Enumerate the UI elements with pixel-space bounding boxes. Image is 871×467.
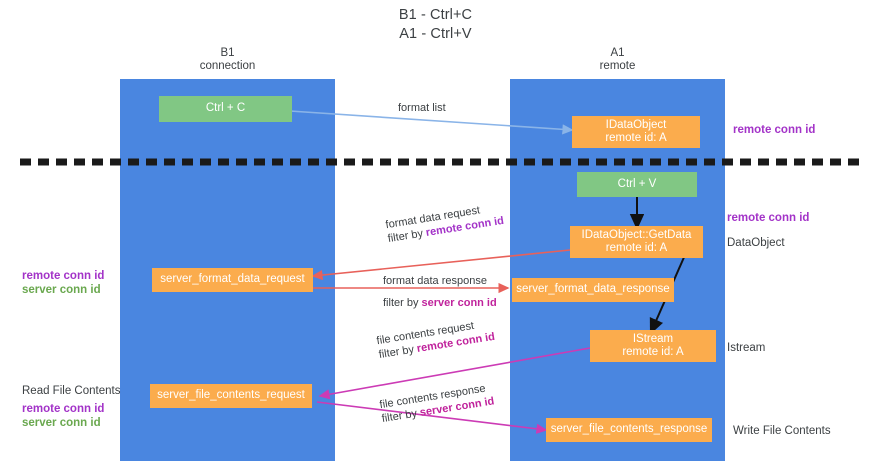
lane-header-a1-sub: remote <box>599 60 636 72</box>
title-line-1: B1 - Ctrl+C <box>398 7 473 23</box>
page-title: B1 - Ctrl+C A1 - Ctrl+V <box>0 6 871 44</box>
title-line-2: A1 - Ctrl+V <box>399 26 472 42</box>
box-server-format-data-response[interactable]: server_format_data_response <box>512 278 674 302</box>
connector-label-format-data-response-text: format data response <box>383 275 487 287</box>
lane-header-b1-sub: connection <box>199 60 256 72</box>
box-server-file-contents-response[interactable]: server_file_contents_response <box>546 418 712 442</box>
right-label-remote-conn-id-2: remote conn id <box>727 212 810 224</box>
lane-header-b1-name: B1 <box>220 47 235 59</box>
left-label-server-conn-id-2: server conn id <box>22 417 101 429</box>
box-ctrl-c[interactable]: Ctrl + C <box>159 96 292 122</box>
right-label-remote-conn-id-1: remote conn id <box>733 124 816 136</box>
connector-label-format-list: format list <box>398 102 446 114</box>
left-label-remote-conn-id-2: remote conn id <box>22 403 105 415</box>
box-idataobject[interactable]: IDataObject remote id: A <box>572 116 700 148</box>
lane-header-b1: B1 connection <box>120 47 335 73</box>
lane-header-a1: A1 remote <box>510 47 725 73</box>
left-label-remote-conn-id: remote conn id <box>22 270 105 282</box>
box-server-format-data-request[interactable]: server_format_data_request <box>152 268 313 292</box>
connector-label-file-contents-request: file contents request filter by remote c… <box>376 316 496 362</box>
box-idataobject-getdata[interactable]: IDataObject::GetData remote id: A <box>570 226 703 258</box>
right-label-dataobject: DataObject <box>727 237 785 249</box>
filter-key-server-conn-id-1: server conn id <box>421 297 497 309</box>
connector-label-format-data-response: format data response filter by server co… <box>383 274 497 310</box>
connector-label-file-contents-response: file contents response filter by server … <box>379 381 496 426</box>
left-label-read-file-contents: Read File Contents <box>22 385 121 397</box>
connector-label-format-data-request: format data request filter by remote con… <box>385 200 505 246</box>
box-server-file-contents-request[interactable]: server_file_contents_request <box>150 384 312 408</box>
right-label-istream: Istream <box>727 342 766 354</box>
left-label-server-conn-id: server conn id <box>22 284 101 296</box>
box-istream[interactable]: IStream remote id: A <box>590 330 716 362</box>
box-ctrl-v[interactable]: Ctrl + V <box>577 172 697 197</box>
right-label-write-file-contents: Write File Contents <box>733 425 831 437</box>
lane-header-a1-name: A1 <box>610 47 625 59</box>
connector-label-format-data-response-filter: filter by server conn id <box>383 297 497 309</box>
